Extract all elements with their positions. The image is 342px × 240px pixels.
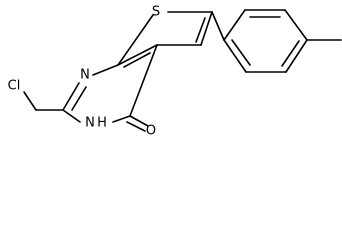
bond-c3-aryl xyxy=(211,11,225,41)
bond-c7a-n1 xyxy=(92,64,119,76)
carbonyl-oxygen-label: O xyxy=(146,124,156,139)
bond-aryl-4-inner xyxy=(281,40,300,67)
bond-aryl-1 xyxy=(223,9,246,41)
bond-c7a-s xyxy=(117,14,154,66)
bond-c4-c3a xyxy=(129,44,158,117)
bond-n1-c2 xyxy=(62,82,80,111)
bond-c2-c3-inner xyxy=(195,17,206,43)
bond-c3a-c7a xyxy=(117,44,158,66)
bond-aryl-4 xyxy=(285,39,308,73)
sulfur-label: S xyxy=(152,5,160,20)
chlorine-label: Cl xyxy=(8,79,21,94)
bond-n3-c4 xyxy=(112,115,131,123)
molecule-structure: S Cl N N H O xyxy=(8,5,342,139)
bond-c2-c3 xyxy=(200,11,213,46)
tolyl-group xyxy=(211,9,342,73)
ring-nitrogen-label: N xyxy=(80,68,90,83)
pyrimidinone-ring xyxy=(62,44,158,123)
bond-n1-c2-inner xyxy=(71,86,87,111)
bond-c3a-c7a-inner xyxy=(123,52,151,68)
bond-aryl-3 xyxy=(284,9,308,41)
bond-aryl-6-inner xyxy=(231,39,251,66)
chloromethyl-group xyxy=(23,91,64,111)
bond-c2-n3 xyxy=(62,109,81,123)
bond-aryl-6 xyxy=(223,39,247,73)
nh-hydrogen-label: H xyxy=(97,116,107,131)
carbonyl-group xyxy=(126,115,149,132)
bond-c4-o-2 xyxy=(126,121,146,132)
bond-ch2-cl xyxy=(23,91,37,111)
bond-c4-o-1 xyxy=(129,115,149,127)
nh-nitrogen-label: N xyxy=(85,116,95,131)
thiophene-ring xyxy=(117,11,213,66)
